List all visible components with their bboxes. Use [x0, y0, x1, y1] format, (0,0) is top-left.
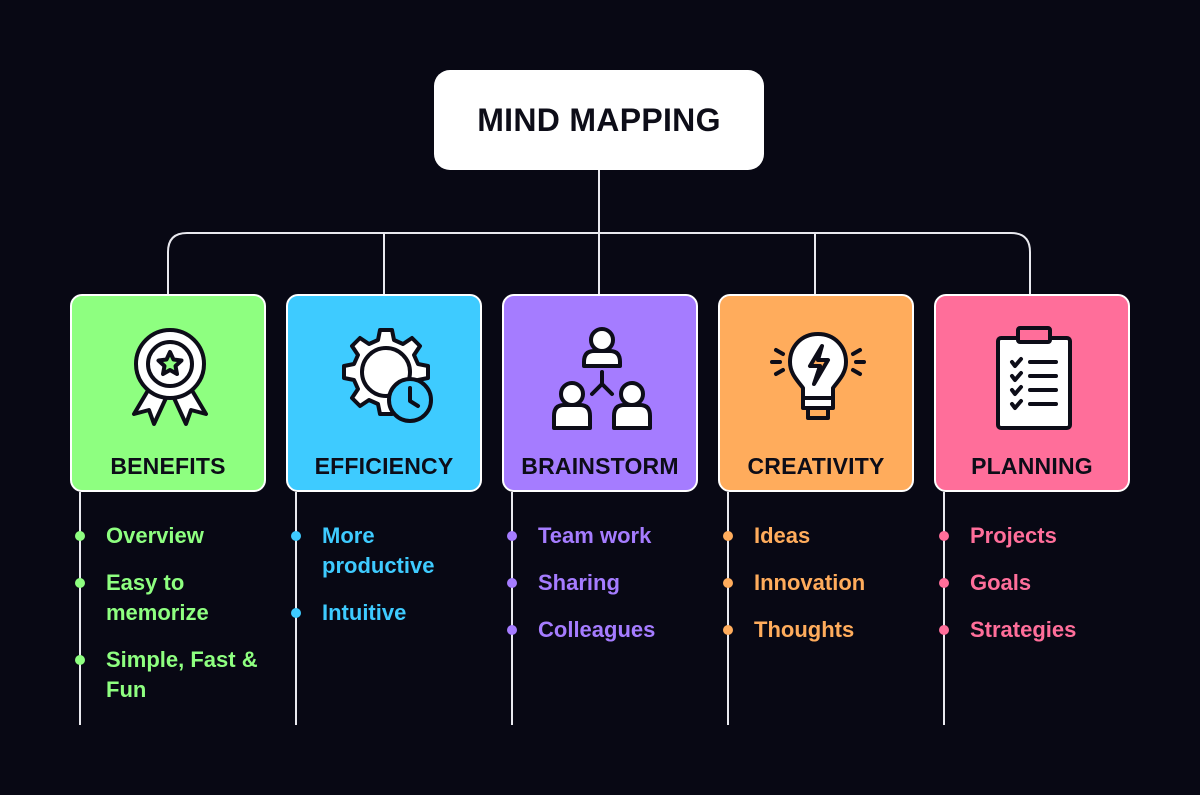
team-people-icon: [552, 327, 652, 430]
list-item-creativity: Innovation: [754, 570, 866, 595]
card-title-benefits: BENEFITS: [110, 453, 226, 479]
list-item-creativity: Ideas: [754, 523, 811, 548]
bullet-dot: [507, 625, 517, 635]
list-item-creativity: Thoughts: [754, 617, 855, 642]
bullet-dot: [507, 531, 517, 541]
list-item-benefits: Easy to memorize: [106, 570, 209, 625]
root-node: MIND MAPPING: [434, 70, 764, 170]
list-item-planning: Strategies: [970, 617, 1077, 642]
list-item-efficiency: More productive: [322, 523, 435, 578]
card-title-efficiency: EFFICIENCY: [314, 453, 454, 479]
list-item-brainstorm: Sharing: [538, 570, 620, 595]
bullet-dot: [723, 578, 733, 588]
bullet-dot: [507, 578, 517, 588]
gear-clock-icon: [342, 328, 433, 423]
bullet-dot: [939, 625, 949, 635]
card-title-brainstorm: BRAINSTORM: [521, 453, 679, 479]
bullet-dot: [75, 578, 85, 588]
card-planning: PLANNING: [934, 294, 1130, 492]
bullet-dot: [75, 531, 85, 541]
list-item-brainstorm: Colleagues: [538, 617, 656, 642]
bullet-dot: [291, 531, 301, 541]
bullet-dot: [939, 531, 949, 541]
list-item-planning: Goals: [970, 570, 1032, 595]
list-item-benefits: Simple, Fast & Fun: [106, 647, 258, 702]
card-brainstorm: BRAINSTORM: [502, 294, 698, 492]
list-item-efficiency: Intuitive: [322, 600, 407, 625]
card-title-creativity: CREATIVITY: [747, 453, 885, 479]
lightbulb-icon: [770, 332, 866, 420]
branch-line-brainstorm: [511, 492, 513, 725]
list-item-benefits: Overview: [106, 523, 204, 548]
list-item-planning: Projects: [970, 523, 1057, 548]
card-creativity: CREATIVITY: [718, 294, 914, 492]
clipboard-checklist-icon: [996, 326, 1072, 430]
award-ribbon-icon: [132, 328, 208, 426]
branch-line-creativity: [727, 492, 729, 725]
card-title-planning: PLANNING: [971, 453, 1093, 479]
card-efficiency: EFFICIENCY: [286, 294, 482, 492]
card-benefits: BENEFITS: [70, 294, 266, 492]
bullet-dot: [939, 578, 949, 588]
horizontal-bus-line: [167, 232, 1031, 294]
branch-line-benefits: [79, 492, 81, 725]
list-item-brainstorm: Team work: [538, 523, 652, 548]
root-label: MIND MAPPING: [477, 101, 721, 138]
bullet-dot: [291, 608, 301, 618]
branch-line-planning: [943, 492, 945, 725]
bullet-dot: [723, 625, 733, 635]
bullet-dot: [723, 531, 733, 541]
bullet-dot: [75, 655, 85, 665]
